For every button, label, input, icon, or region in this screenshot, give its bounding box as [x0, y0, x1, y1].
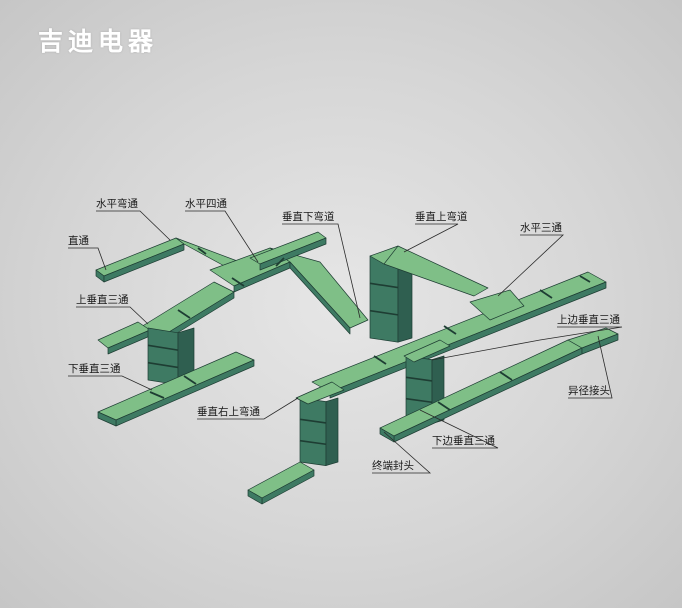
assembly-right: [247, 245, 619, 505]
joint-2: [231, 277, 245, 287]
joint-9: [539, 289, 553, 299]
label-upper-side-vertical-tee: 上边垂直三通: [557, 313, 620, 326]
joint-6: [183, 375, 197, 385]
joint-3: [275, 257, 285, 267]
right-up-column-joint: [299, 418, 327, 424]
straight-side: [103, 243, 185, 283]
right-up-column-right: [325, 397, 339, 466]
leader-lines: [68, 210, 623, 474]
upbend-column-joint: [369, 282, 399, 289]
joint-11: [437, 401, 451, 411]
assembly-upper: [95, 231, 369, 427]
right-up-column: [299, 397, 339, 466]
label-lower-vertical-tee: 下垂直三通: [68, 362, 121, 375]
leader-line-7: [76, 306, 149, 325]
label-horizontal-bend: 水平弯通: [96, 197, 138, 210]
leader-line-3: [282, 223, 361, 319]
upbend-column-front: [369, 255, 399, 343]
upbend-column: [369, 255, 413, 343]
joint-7: [373, 355, 387, 365]
htee-top: [469, 289, 525, 321]
joint-10: [579, 275, 591, 283]
joint-4: [177, 309, 191, 319]
leader-line-1: [96, 210, 171, 241]
label-horizontal-tee: 水平三通: [520, 222, 562, 234]
upper-tee-column-front: [147, 327, 179, 386]
upper-tee-column-joint: [147, 361, 179, 369]
joint-5: [149, 391, 165, 399]
component-labels: 水平弯通 水平四通 垂直下弯道 垂直上弯道 水平三通 直通 上垂直三通 上边垂直…: [68, 197, 620, 472]
leader-line-12: [419, 409, 499, 449]
label-end-cap: 终端封头: [372, 459, 414, 472]
label-reducer: 异径接头: [568, 384, 610, 397]
lower-run-end: [97, 411, 117, 427]
side-tee-cap: [403, 339, 451, 363]
side-tee-column-joint: [405, 376, 433, 382]
label-straight: 直通: [68, 234, 89, 247]
leader-line-13: [372, 431, 432, 474]
label-horizontal-cross: 水平四通: [185, 198, 227, 210]
leader-line-4: [403, 223, 459, 253]
label-vertical-down-bend: 垂直下弯道: [282, 210, 335, 223]
upbend-column-joint: [369, 309, 399, 316]
label-lower-side-vertical-tee: 下边垂直三通: [432, 434, 495, 447]
label-vertical-right-up-bend: 垂直右上弯通: [197, 405, 260, 418]
right-up-cap: [295, 381, 345, 405]
downbend-side: [289, 261, 351, 335]
right-up-column-front: [299, 397, 327, 466]
upper-tee-column: [147, 327, 195, 386]
right-up-column-joint: [299, 439, 327, 446]
tray-assemblies: [95, 231, 619, 505]
leader-line-10: [568, 335, 613, 399]
label-vertical-up-bend: 垂直上弯道: [415, 210, 468, 223]
leader-line-6: [68, 247, 107, 271]
straight-top: [95, 237, 185, 277]
leader-line-9: [68, 375, 153, 391]
label-upper-vertical-tee: 上垂直三通: [76, 293, 129, 306]
leader-line-5: [497, 234, 565, 297]
upper-tee-column-joint: [147, 344, 179, 351]
leader-line-2: [185, 210, 259, 263]
joint-12: [499, 371, 513, 381]
side-tee-column-joint: [405, 397, 433, 404]
leader-line-11: [197, 397, 299, 420]
brand-logo-text: 吉迪电器: [38, 27, 159, 56]
leader-line-8: [431, 326, 623, 361]
upbend-top: [383, 245, 489, 297]
mid-run-side: [329, 281, 607, 399]
joint-8: [443, 325, 457, 335]
cross-arm-side: [259, 237, 327, 271]
joint-1: [197, 247, 207, 255]
bottom-run-end: [247, 489, 263, 505]
